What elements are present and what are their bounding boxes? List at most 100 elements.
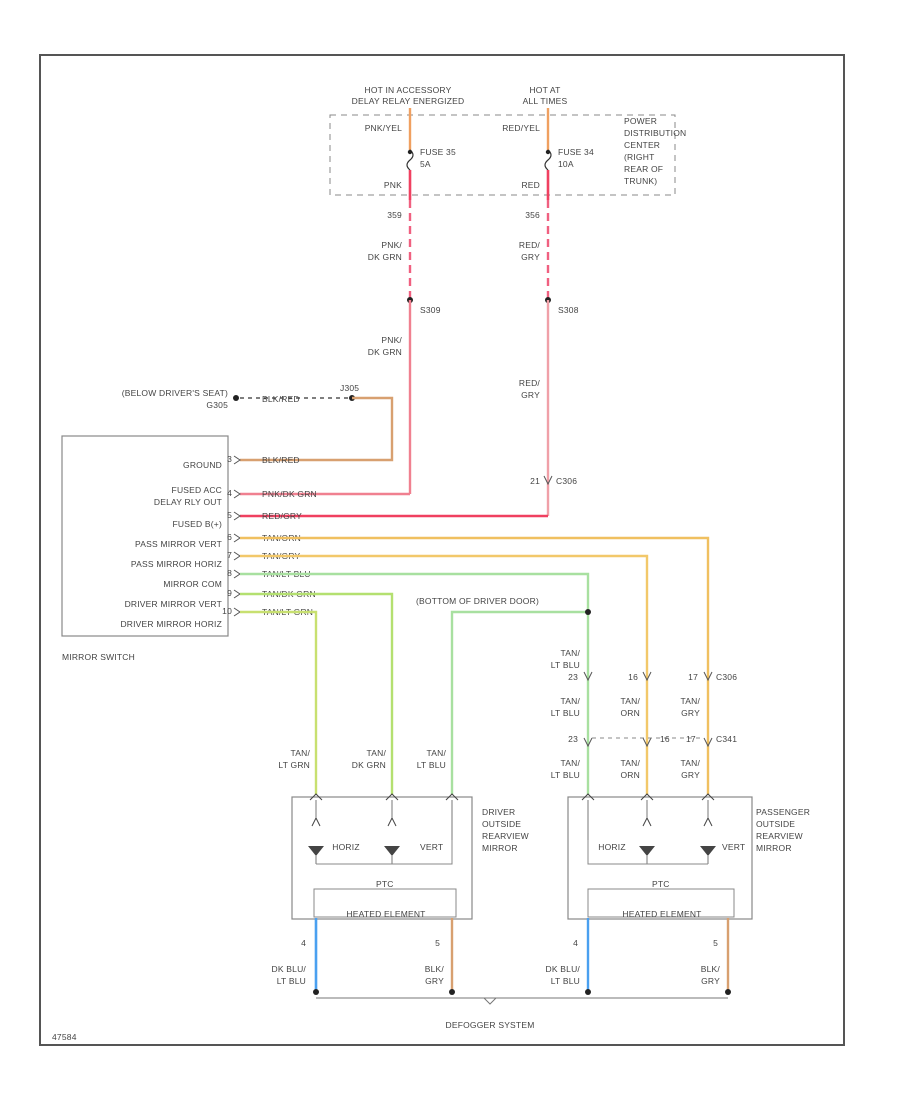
ground-wire-label: BLK/RED <box>262 394 300 404</box>
circuit-359-label: 359 <box>387 210 402 220</box>
fuse-34-symbol <box>544 149 552 171</box>
passenger-horiz-motor-icon <box>639 846 655 856</box>
pdc-label-3: CENTER <box>624 140 660 150</box>
pdc-label-1: POWER <box>624 116 657 126</box>
svg-text:TAN/: TAN/ <box>560 758 580 768</box>
pin-23-label: 23 <box>568 672 578 682</box>
svg-text:TAN/: TAN/ <box>680 758 700 768</box>
switch-wire-red-gry: RED/GRY <box>262 511 302 521</box>
svg-text:TAN/: TAN/ <box>560 648 580 658</box>
svg-text:LT BLU: LT BLU <box>551 660 580 670</box>
svg-text:DK BLU/: DK BLU/ <box>546 964 581 974</box>
svg-text:6: 6 <box>227 532 232 542</box>
svg-text:10: 10 <box>222 606 232 616</box>
svg-text:VERT: VERT <box>420 842 443 852</box>
svg-text:LT BLU: LT BLU <box>551 770 580 780</box>
tan-gry-wire <box>240 554 649 795</box>
svg-text:9: 9 <box>227 588 232 598</box>
fuse-34-label: FUSE 34 <box>558 147 594 157</box>
passenger-heater-box <box>587 888 735 918</box>
fuse-35-rating: 5A <box>420 159 431 169</box>
svg-text:ORN: ORN <box>621 770 641 780</box>
fuse-35-label: FUSE 35 <box>420 147 456 157</box>
switch-label-driver-vert: DRIVER MIRROR VERT <box>125 599 222 609</box>
blk-red-ground-wire <box>240 396 394 462</box>
red-gry-label-a: RED/ <box>519 240 541 250</box>
driver-heater-label: HEATED ELEMENT <box>346 909 425 919</box>
ground-g305-label: G305 <box>206 400 228 410</box>
ground-g305 <box>233 395 239 401</box>
fuse-34-rating: 10A <box>558 159 574 169</box>
switch-label-pass-vert: PASS MIRROR VERT <box>135 539 222 549</box>
red-gry-label-d: GRY <box>521 390 540 400</box>
power-distribution-box <box>329 114 676 196</box>
c306-right-label: C306 <box>716 672 737 682</box>
svg-text:TAN/: TAN/ <box>680 696 700 706</box>
tan-lt-blu-door-wire <box>450 610 588 795</box>
svg-text:GRY: GRY <box>425 976 444 986</box>
passenger-mirror-label-4: MIRROR <box>756 843 792 853</box>
svg-text:TAN/: TAN/ <box>426 748 446 758</box>
driver-door-splice <box>585 609 591 615</box>
switch-wire-blk-red: BLK/RED <box>262 455 300 465</box>
switch-label-delay-rly: DELAY RLY OUT <box>154 497 222 507</box>
mirror-switch-label: MIRROR SWITCH <box>62 652 135 662</box>
hot-accessory-label-2: DELAY RELAY ENERGIZED <box>352 96 465 106</box>
passenger-mirror-label-2: OUTSIDE <box>756 819 795 829</box>
svg-text:4: 4 <box>227 488 232 498</box>
splice-s309-label: S309 <box>420 305 441 315</box>
pdc-label-5: REAR OF <box>624 164 663 174</box>
figure-id: 47584 <box>52 1032 77 1042</box>
switch-label-fused-b: FUSED B(+) <box>173 519 222 529</box>
svg-text:5: 5 <box>227 510 232 520</box>
c306-pin-21: 21 <box>530 476 540 486</box>
red-gry-label-c: RED/ <box>519 378 541 388</box>
svg-text:GRY: GRY <box>681 708 700 718</box>
pin-16-label: 16 <box>628 672 638 682</box>
tan-lt-grn-wire <box>240 610 318 795</box>
driver-mirror-label-4: MIRROR <box>482 843 518 853</box>
fuse-35-symbol <box>406 149 414 171</box>
passenger-heater-label: HEATED ELEMENT <box>622 909 701 919</box>
ground-location-label: (BELOW DRIVER'S SEAT) <box>122 388 228 398</box>
pnk-dk-grn-label-b: DK GRN <box>368 252 402 262</box>
svg-text:5: 5 <box>435 938 440 948</box>
hot-all-times-label: HOT AT <box>529 85 560 95</box>
driver-mirror-box <box>291 796 473 920</box>
red-yel-label: RED/YEL <box>502 123 540 133</box>
svg-text:HORIZ: HORIZ <box>598 842 625 852</box>
pdc-label-4: (RIGHT <box>624 152 654 162</box>
bottom-of-driver-door-label: (BOTTOM OF DRIVER DOOR) <box>416 596 539 606</box>
red-short-label: RED <box>521 180 540 190</box>
passenger-mirror-label-1: PASSENGER <box>756 807 810 817</box>
driver-heater-box <box>313 888 457 918</box>
switch-wire-pnk-dk-grn: PNK/DK GRN <box>262 489 317 499</box>
tan-orn-wire <box>240 536 710 795</box>
svg-text:LT GRN: LT GRN <box>278 760 310 770</box>
svg-text:4: 4 <box>301 938 306 948</box>
svg-text:7: 7 <box>227 550 232 560</box>
driver-mirror-label-2: OUTSIDE <box>482 819 521 829</box>
switch-pin-markers <box>233 455 241 617</box>
pdc-label-2: DISTRIBUTION <box>624 128 686 138</box>
driver-mirror-label-1: DRIVER <box>482 807 515 817</box>
svg-text:5: 5 <box>713 938 718 948</box>
svg-text:8: 8 <box>227 568 232 578</box>
c306-label: C306 <box>556 476 577 486</box>
svg-text:TAN/: TAN/ <box>620 696 640 706</box>
svg-text:4: 4 <box>573 938 578 948</box>
svg-text:LT BLU: LT BLU <box>551 708 580 718</box>
defogger-system-label: DEFOGGER SYSTEM <box>446 1020 535 1030</box>
svg-text:TAN/: TAN/ <box>620 758 640 768</box>
pnk-dk-grn-label-c: PNK/ <box>381 335 402 345</box>
splice-s308-label: S308 <box>558 305 579 315</box>
svg-text:BLK/: BLK/ <box>425 964 445 974</box>
driver-mirror-label-3: REARVIEW <box>482 831 529 841</box>
svg-text:VERT: VERT <box>722 842 745 852</box>
tan-dk-grn-wire <box>240 592 394 795</box>
hot-all-times-label-2: ALL TIMES <box>523 96 568 106</box>
switch-label-driver-horiz: DRIVER MIRROR HORIZ <box>120 619 222 629</box>
c341-label: C341 <box>716 734 737 744</box>
svg-text:3: 3 <box>227 454 232 464</box>
